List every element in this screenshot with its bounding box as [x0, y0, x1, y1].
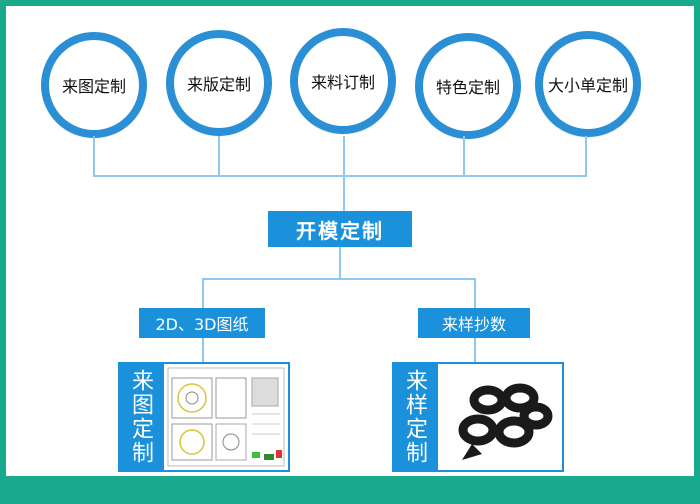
connector-line [343, 136, 345, 176]
panel-label-text: 来样定制 [402, 369, 427, 465]
connector-line [93, 136, 95, 176]
node-label: 来料订制 [310, 73, 375, 92]
panel-label-right: 来样定制 [392, 362, 436, 472]
connector-line [202, 338, 204, 362]
node-circle-laitu: 来图定制 [41, 32, 147, 138]
node-circle-daxiaodan: 大小单定制 [535, 31, 641, 137]
branch-label: 来样抄数 [441, 315, 506, 334]
node-label: 来版定制 [186, 75, 251, 94]
connector-line [218, 136, 220, 176]
connector-line [585, 136, 587, 176]
panel-label-text: 来图定制 [128, 369, 153, 465]
rubber-parts-graphic [438, 364, 562, 470]
sample-parts-image [436, 362, 564, 472]
node-label: 大小单定制 [547, 76, 628, 95]
branch-label: 2D、3D图纸 [155, 315, 249, 334]
connector-line [202, 278, 476, 280]
center-node: 开模定制 [268, 211, 412, 247]
branch-node-sample-copy: 来样抄数 [418, 308, 530, 338]
branch-node-drawings: 2D、3D图纸 [139, 308, 265, 338]
connector-line [339, 247, 341, 279]
connector-line [202, 278, 204, 308]
node-label: 特色定制 [435, 78, 500, 97]
connector-line [474, 338, 476, 362]
cad-drawing-image [162, 362, 290, 472]
connector-line [463, 136, 465, 176]
connector-line [343, 175, 345, 211]
panel-label-left: 来图定制 [118, 362, 162, 472]
node-circle-laiban: 来版定制 [166, 30, 272, 136]
node-circle-lailiao: 来料订制 [290, 28, 396, 134]
connector-line [93, 175, 587, 177]
center-node-label: 开模定制 [296, 218, 384, 243]
node-label: 来图定制 [61, 77, 126, 96]
cad-drawing-graphic [164, 364, 288, 470]
node-circle-tese: 特色定制 [415, 33, 521, 139]
bottom-band [0, 476, 700, 504]
connector-line [474, 278, 476, 308]
